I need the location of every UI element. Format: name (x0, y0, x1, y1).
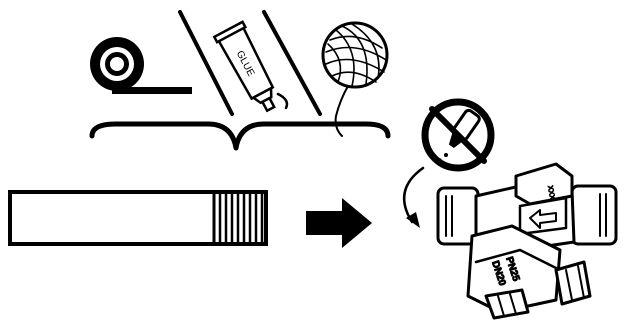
pointer-arrow (403, 166, 425, 228)
yarn-ball-icon (321, 21, 389, 137)
flow-arrow-icon (529, 209, 557, 229)
grouping-brace (89, 121, 391, 151)
tape-roll-icon (90, 37, 192, 94)
valve-marking-label: XXX (546, 185, 555, 200)
separator-slash (178, 10, 234, 116)
glue-tube-icon: GLUE (212, 20, 289, 113)
threaded-pipe (8, 190, 268, 246)
pipe-thread (212, 190, 264, 246)
no-lubricant-icon (421, 98, 495, 172)
valve-body: XXX PN25 DN20 (436, 162, 618, 320)
direction-arrow-icon (306, 198, 372, 248)
separator-slash (262, 10, 322, 116)
